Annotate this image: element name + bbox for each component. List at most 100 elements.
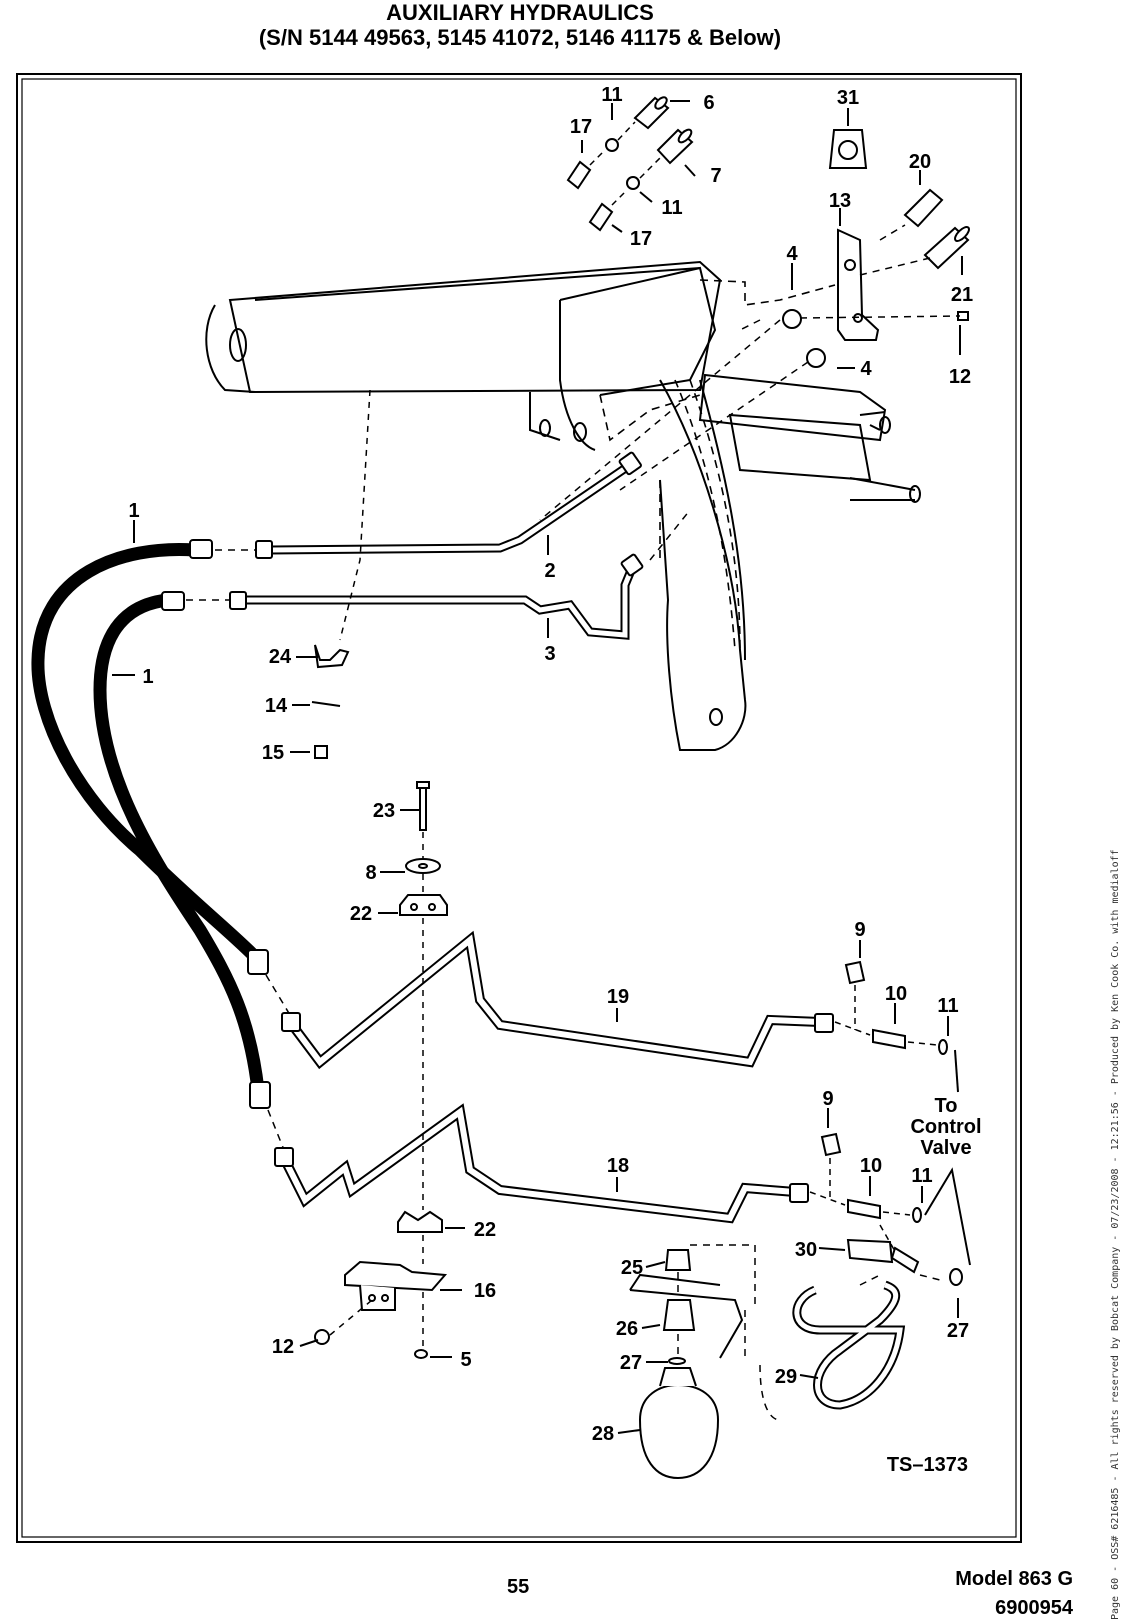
- callout-28: 28: [592, 1423, 614, 1445]
- accumulator-bracket: [629, 1273, 744, 1359]
- document-number: 6900954: [995, 1597, 1073, 1619]
- callout-1b: 1: [142, 666, 153, 688]
- callout-17b: 17: [630, 228, 652, 250]
- callout-21: 21: [951, 284, 973, 306]
- fitting-25: [664, 1249, 692, 1271]
- callout-11b: 11: [661, 197, 682, 219]
- clip-24: [314, 644, 350, 669]
- fitting-21: [923, 226, 970, 270]
- tube-18: [279, 1103, 800, 1224]
- callout-27a: 27: [620, 1352, 642, 1374]
- callout-4a: 4: [786, 243, 798, 265]
- diagram-subtitle: (S/N 5144 49563, 5145 41072, 5146 41175 …: [258, 25, 782, 50]
- fitting-17: [566, 160, 614, 232]
- model-label: Model 863 G: [955, 1568, 1073, 1590]
- note-to: To: [935, 1095, 958, 1117]
- callout-17a: 17: [570, 116, 592, 138]
- control-valve-leaders: [924, 1049, 971, 1266]
- o-ring-11: [605, 138, 640, 190]
- callout-9a: 9: [854, 919, 865, 941]
- callout-29: 29: [775, 1366, 797, 1388]
- callout-22b: 22: [474, 1219, 496, 1241]
- hose-fittings: [161, 539, 271, 1109]
- sidebar-notice: Page 60 - OSS# 6216485 - All rights rese…: [1110, 849, 1121, 1620]
- center-dashes: [329, 389, 424, 1348]
- callout-14: 14: [265, 695, 288, 717]
- callout-6: 6: [703, 92, 714, 114]
- tube-19: [285, 930, 825, 1070]
- callout-1a: 1: [128, 500, 139, 522]
- callout-12a: 12: [949, 366, 971, 388]
- hose-29-core: [794, 1282, 903, 1408]
- plate-31: [828, 129, 868, 169]
- callout-24: 24: [269, 646, 292, 668]
- tube-nuts-upper: [229, 451, 644, 610]
- tube-3-core: [237, 565, 635, 638]
- callout-18: 18: [607, 1155, 629, 1177]
- accumulator-dashes: [677, 1244, 941, 1421]
- callout-2: 2: [544, 560, 555, 582]
- callout-16: 16: [474, 1280, 496, 1302]
- callout-26: 26: [616, 1318, 638, 1340]
- callout-11a: 11: [601, 84, 622, 106]
- callout-9b: 9: [822, 1088, 833, 1110]
- o-ring-11-lower: [912, 1039, 948, 1223]
- callout-10b: 10: [860, 1155, 882, 1177]
- fitting-26: [662, 1299, 696, 1331]
- fitting-6: [633, 96, 670, 130]
- clamp-22: [397, 894, 448, 1233]
- cap-9: [820, 960, 866, 1157]
- callout-10a: 10: [885, 983, 907, 1005]
- callout-23: 23: [373, 800, 395, 822]
- callout-8: 8: [365, 862, 376, 884]
- note-control: Control: [910, 1116, 981, 1138]
- callout-12b: 12: [272, 1336, 294, 1358]
- bracket-dashes: [539, 224, 961, 561]
- callout-22a: 22: [350, 903, 372, 925]
- cable-tie-14: [311, 701, 341, 707]
- callout-3: 3: [544, 643, 555, 665]
- callout-5: 5: [460, 1349, 471, 1371]
- callout-7: 7: [710, 165, 721, 187]
- washer-8: [405, 858, 441, 874]
- callout-25: 25: [621, 1257, 643, 1279]
- nut-15: [314, 745, 328, 759]
- o-ring-27: [668, 1268, 963, 1365]
- callout-30: 30: [795, 1239, 817, 1261]
- callout-4b: 4: [860, 358, 872, 380]
- callout-27b: 27: [947, 1320, 969, 1342]
- bolt-23: [416, 781, 430, 831]
- adapter-10: [847, 1028, 906, 1220]
- accumulator-28: [638, 1367, 720, 1480]
- loader-arm: [205, 260, 722, 451]
- top-leader-dashes: [589, 121, 661, 206]
- side-frame: [659, 373, 921, 751]
- tube-2-core: [267, 462, 633, 553]
- callout-11c: 11: [937, 995, 958, 1017]
- bolt-12-bottom: [314, 1329, 330, 1345]
- nut-5: [414, 1349, 428, 1359]
- callout-15: 15: [262, 742, 284, 764]
- callout-11d: 11: [911, 1165, 932, 1187]
- tube-2: [265, 460, 635, 555]
- figure-id: TS–1373: [887, 1454, 968, 1476]
- hidden-edges: [599, 279, 836, 651]
- diagram-title: AUXILIARY HYDRAULICS: [386, 0, 654, 25]
- callout-13: 13: [829, 190, 851, 212]
- tube-18-core: [281, 1106, 798, 1222]
- fitting-7: [656, 128, 694, 165]
- nut-4: [782, 309, 826, 368]
- tube-19-core: [287, 934, 823, 1067]
- bracket-13: [837, 228, 880, 341]
- callout-20: 20: [909, 151, 931, 173]
- hose-dashes: [186, 549, 291, 1151]
- plate-16: [344, 1260, 448, 1311]
- diagram-frame: 1 1 2 3 4 4 5 6 7 8 9 9 10 10 11 11 11 1…: [16, 73, 1022, 1543]
- leader-lines: [112, 100, 963, 1434]
- callout-19: 19: [607, 986, 629, 1008]
- hose-1: [31, 542, 265, 1097]
- note-valve: Valve: [920, 1137, 971, 1159]
- page-number: 55: [507, 1576, 530, 1598]
- tube-18-19-nuts: [274, 1012, 834, 1203]
- tee-30: [846, 1238, 920, 1274]
